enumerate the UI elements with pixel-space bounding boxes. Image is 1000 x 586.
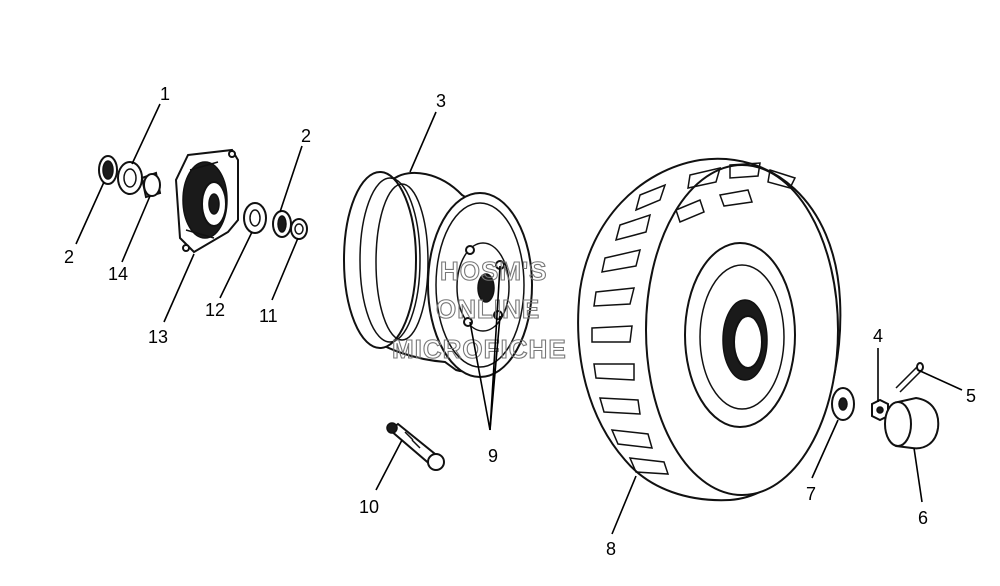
bearing-left-part xyxy=(117,161,143,195)
callout-1: 1 xyxy=(160,84,170,104)
leader-3 xyxy=(409,111,437,173)
leader-9-a xyxy=(469,321,491,431)
cotter-pin-part xyxy=(895,362,924,393)
valve-stem-part xyxy=(386,422,445,471)
callout-labels: 1 2 2 3 4 5 6 7 8 9 10 11 12 13 14 xyxy=(64,84,976,559)
bearing-right-part xyxy=(243,202,267,234)
watermark: HOSM'S ONLINE MICROFICHE xyxy=(391,255,567,364)
callout-3: 3 xyxy=(436,91,446,111)
leader-2b xyxy=(279,145,303,213)
callout-8: 8 xyxy=(606,539,616,559)
callout-13: 13 xyxy=(148,327,168,347)
leader-2a xyxy=(75,181,105,245)
washer-part xyxy=(290,218,308,240)
seal-right-part xyxy=(272,210,292,238)
callout-2-right: 2 xyxy=(301,126,311,146)
watermark-line-2: ONLINE xyxy=(436,294,540,324)
tire-part xyxy=(577,157,842,502)
leader-9-c xyxy=(489,265,501,431)
callout-11: 11 xyxy=(259,306,278,326)
lug-washer-part xyxy=(831,387,855,421)
callout-12: 12 xyxy=(205,300,225,320)
leader-14 xyxy=(121,195,151,263)
callout-2-left: 2 xyxy=(64,247,74,267)
leader-6 xyxy=(913,447,923,503)
callout-5: 5 xyxy=(966,386,976,406)
leader-7 xyxy=(811,419,839,479)
leader-11 xyxy=(271,237,299,301)
rim-part xyxy=(343,171,533,378)
callout-4: 4 xyxy=(873,326,883,346)
seal-left-part xyxy=(98,155,118,185)
hub-cap-part xyxy=(884,396,940,450)
watermark-line-3: MICROFICHE xyxy=(392,334,567,364)
hub-part xyxy=(174,148,239,254)
watermark-line-1: HOSM'S xyxy=(440,256,548,286)
leader-10 xyxy=(375,439,403,491)
leader-8 xyxy=(611,475,637,535)
callout-7: 7 xyxy=(806,484,816,504)
leader-lines xyxy=(75,103,963,535)
spacer-part xyxy=(140,171,162,199)
callout-6: 6 xyxy=(918,508,928,528)
leader-12 xyxy=(219,231,253,299)
leader-13 xyxy=(163,253,195,323)
callout-14: 14 xyxy=(108,264,128,284)
callout-9: 9 xyxy=(488,446,498,466)
leader-1 xyxy=(131,103,161,165)
callout-10: 10 xyxy=(359,497,379,517)
leader-5 xyxy=(917,369,963,391)
tire-tread xyxy=(591,162,797,475)
